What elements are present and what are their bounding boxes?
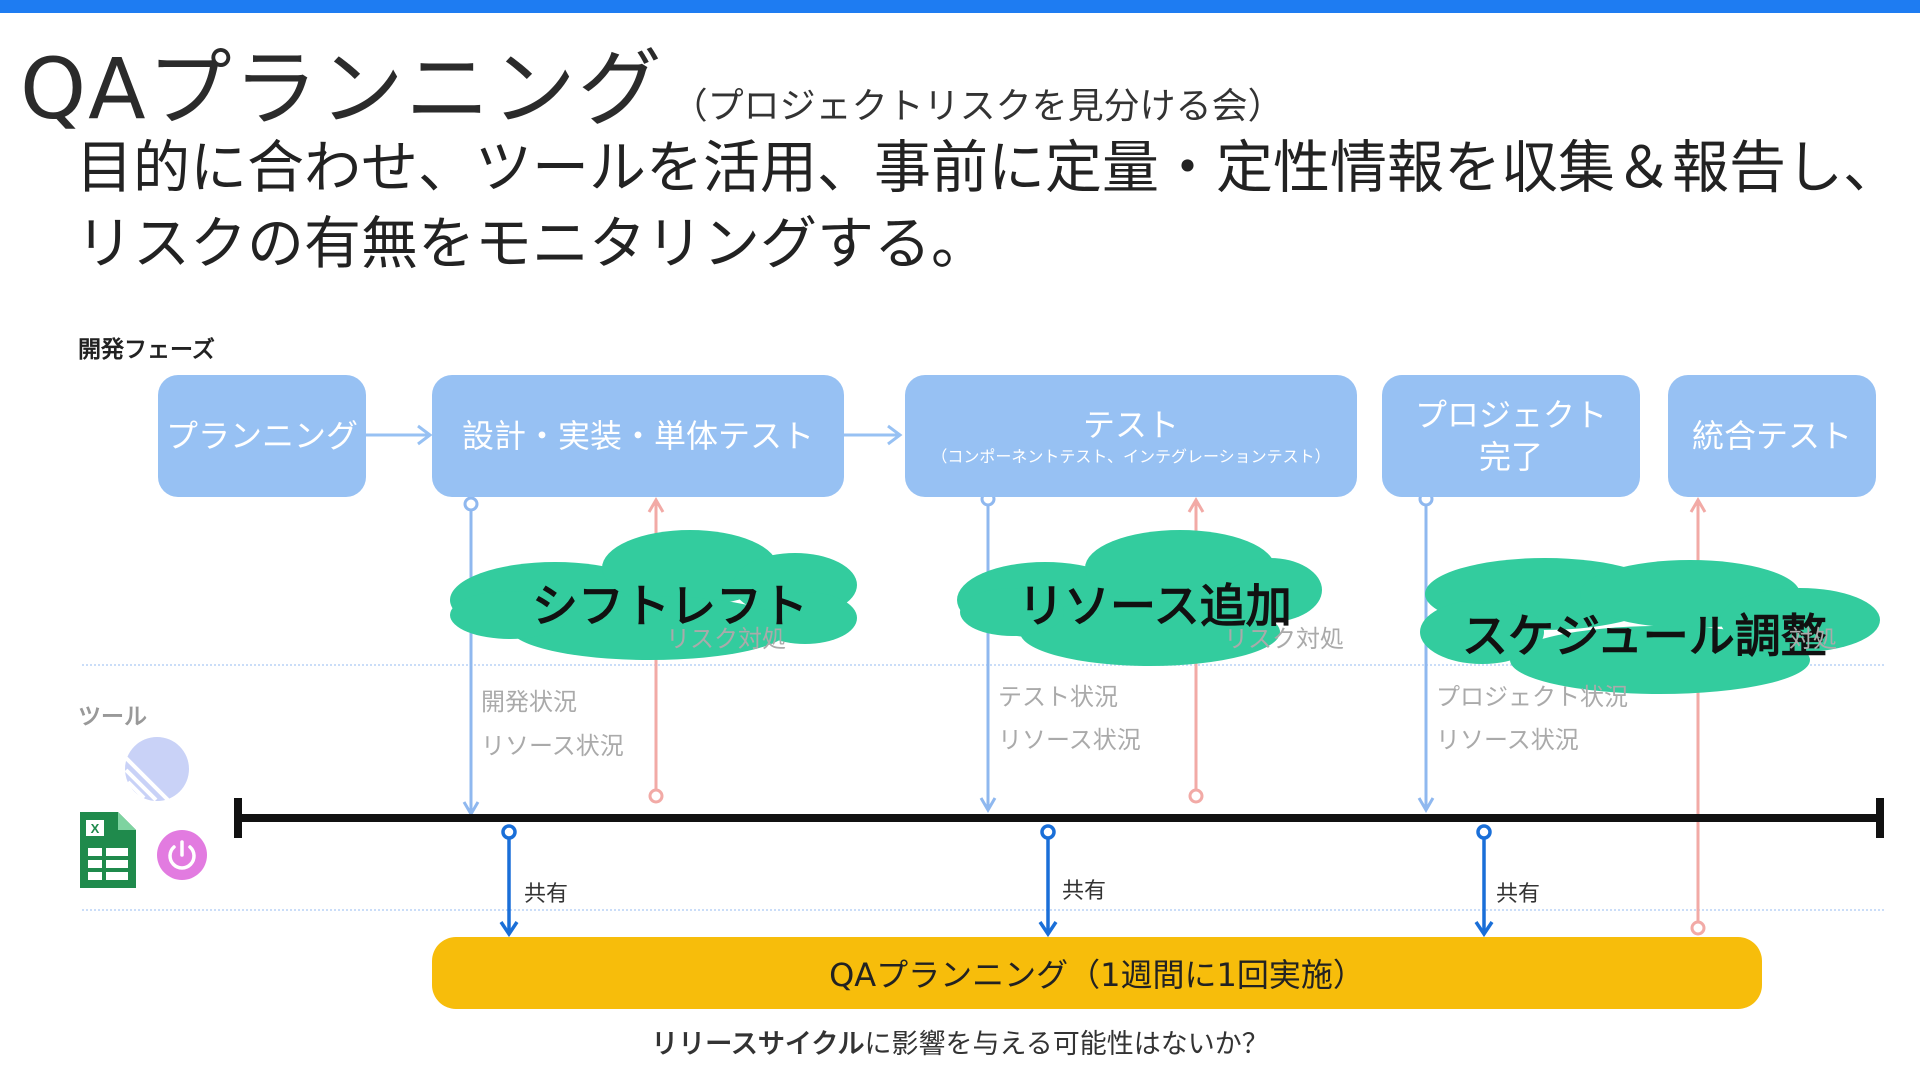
tools-label: ツール: [78, 704, 147, 730]
qa-planning-label: QAプランニング（1週間に1回実施）: [829, 956, 1365, 994]
svg-text:X: X: [91, 821, 100, 836]
share-label: 共有: [1062, 879, 1107, 904]
phase-project-complete: プロジェクト 完了: [1382, 375, 1640, 497]
phase-label: プロジェクト 完了: [1414, 396, 1607, 476]
top-accent-bar: [0, 0, 1920, 13]
share-arrows: [499, 824, 1494, 938]
page-title: QAプランニング（プロジェクトリスクを見分ける会）: [20, 22, 1284, 143]
phase-label: 設計・実装・単体テスト: [461, 417, 814, 455]
phase-design-implement: 設計・実装・単体テスト: [432, 375, 844, 497]
phase-integration-test: 統合テスト: [1668, 375, 1876, 497]
dev-phase-label: 開発フェーズ: [78, 337, 215, 363]
phase-flow-arrows: [366, 424, 903, 446]
phase-label: 統合テスト: [1691, 417, 1852, 455]
phase-sublabel: （コンポーネントテスト、インテグレーションテスト）: [931, 447, 1331, 466]
title-subtitle: （プロジェクトリスクを見分ける会）: [671, 86, 1284, 127]
title-main: QAプランニング: [20, 40, 664, 138]
status-label: 開発状況: [481, 688, 577, 716]
lead-line-2: リスクの有無をモニタリングする。: [76, 211, 988, 277]
phase-label: プランニング: [165, 417, 358, 455]
cloud-label-shift-left: シフトレフト: [532, 579, 808, 633]
risk-label: リスク対処: [666, 625, 786, 653]
phase-test: テスト （コンポーネントテスト、インテグレーションテスト）: [905, 375, 1357, 497]
status-label: テスト状況: [998, 683, 1118, 711]
risk-label: 対処: [1789, 625, 1837, 653]
cloud-label-resource-add: リソース追加: [1018, 579, 1292, 633]
status-label: リソース状況: [481, 732, 624, 760]
question-rest: に影響を与える可能性はないか？: [864, 1029, 1269, 1060]
cloud-resource-add: [957, 530, 1322, 666]
cloud-label-schedule-adjust: スケジュール調整: [1462, 609, 1827, 663]
phase-label: テスト: [1082, 406, 1179, 444]
risk-label: リスク対処: [1224, 625, 1344, 653]
question-bold: リリースサイクル: [651, 1029, 865, 1060]
linear-icon: [124, 737, 189, 802]
status-label: リソース状況: [1436, 726, 1579, 754]
lead-line-1: 目的に合わせ、ツールを活用、事前に定量・定性情報を収集＆報告し、: [76, 135, 1900, 201]
spreadsheet-icon: X: [80, 812, 136, 888]
power-icon: [157, 830, 207, 880]
cloud-shift-left: [450, 530, 857, 660]
share-label: 共有: [524, 882, 569, 907]
qa-planning-bar: QAプランニング（1週間に1回実施）: [432, 937, 1762, 1009]
share-label: 共有: [1496, 882, 1541, 907]
cloud-schedule-adjust: [1420, 558, 1880, 694]
phase-planning: プランニング: [158, 375, 366, 497]
timeline: [234, 798, 1884, 838]
bottom-question: リリースサイクルに影響を与える可能性はないか？: [0, 1022, 1920, 1061]
lead-text: 目的に合わせ、ツールを活用、事前に定量・定性情報を収集＆報告し、 リスクの有無を…: [76, 130, 1900, 282]
status-label: リソース状況: [998, 726, 1141, 754]
status-label: プロジェクト状況: [1436, 683, 1628, 711]
